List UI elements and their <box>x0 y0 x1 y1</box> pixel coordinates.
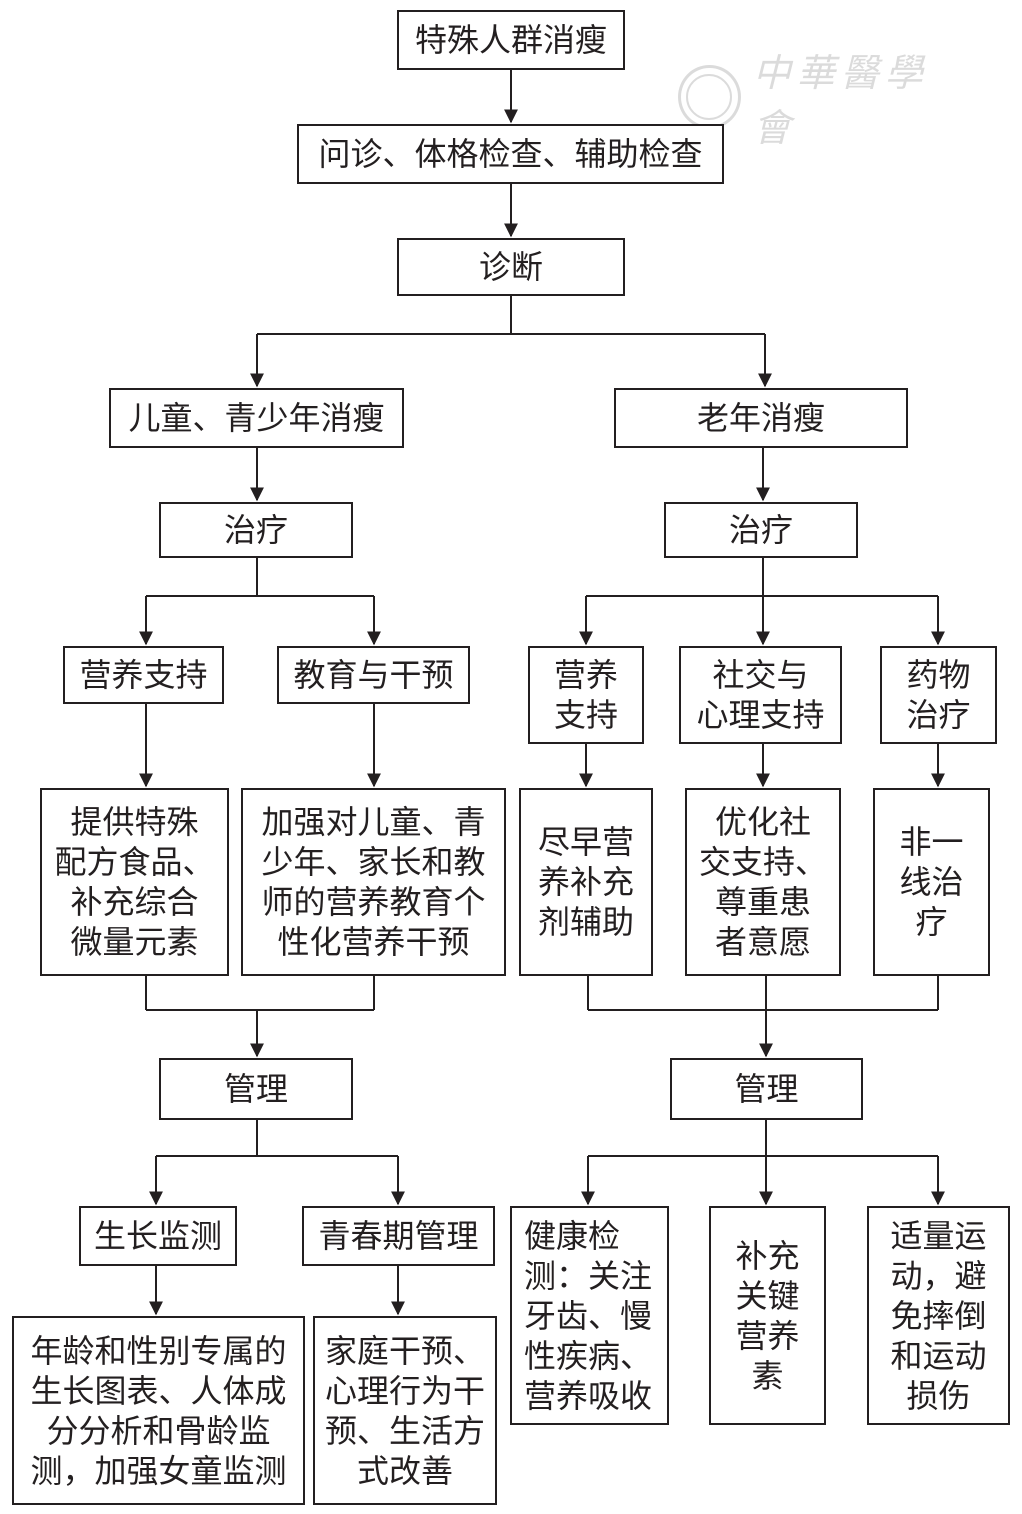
detail-line: 关键 <box>735 1276 800 1315</box>
seal-icon <box>678 65 741 129</box>
detail-line: 线治 <box>899 863 964 901</box>
detail-line: 测，加强女童监测 <box>30 1451 287 1490</box>
node-elderly-management-label: 管理 <box>734 1070 799 1108</box>
node-elderly-social-line: 社交与 <box>712 656 809 694</box>
watermark-text: 中華醫學會 <box>752 51 929 150</box>
node-elderly-nutrition: 营养 支持 <box>528 646 644 744</box>
detail-line: 性化营养干预 <box>277 923 470 961</box>
detail-line: 和运动 <box>890 1336 987 1375</box>
node-exam-label: 问诊、体格检查、辅助检查 <box>318 135 703 173</box>
node-elderly-social: 社交与 心理支持 <box>679 646 842 744</box>
detail-line: 少年、家长和教 <box>261 843 486 881</box>
node-exam: 问诊、体格检查、辅助检查 <box>297 124 724 184</box>
node-root-label: 特殊人群消瘦 <box>414 21 607 59</box>
detail-line: 尽早营 <box>537 823 634 861</box>
node-elderly-treatment-label: 治疗 <box>728 511 793 549</box>
detail-line: 配方食品、 <box>54 843 215 881</box>
detail-line: 补充 <box>735 1236 800 1275</box>
detail-line: 提供特殊 <box>70 803 199 841</box>
detail-line: 营养 <box>735 1316 800 1355</box>
detail-line: 疗 <box>915 903 948 941</box>
detail-line: 免摔倒 <box>890 1296 987 1335</box>
detail-line: 年龄和性别专属的 <box>30 1331 287 1370</box>
detail-line: 式改善 <box>356 1451 453 1490</box>
detail-line: 损伤 <box>906 1376 971 1415</box>
node-elderly-nutrition-line: 营养 <box>553 656 618 694</box>
node-elderly-nutrition-line: 支持 <box>553 696 618 734</box>
node-child-education-detail: 加强对儿童、青 少年、家长和教 师的营养教育个 性化营养干预 <box>241 788 506 976</box>
detail-line: 养补充 <box>537 863 634 901</box>
node-elderly-branch-label: 老年消瘦 <box>696 399 825 437</box>
detail-line: 微量元素 <box>70 923 199 961</box>
node-child-treatment: 治疗 <box>159 502 353 558</box>
detail-line: 剂辅助 <box>537 903 634 941</box>
detail-line: 心理行为干 <box>324 1371 485 1410</box>
detail-line: 预、生活方 <box>324 1411 485 1450</box>
watermark: 中華醫學會 <box>678 51 968 150</box>
detail-line: 牙齿、慢 <box>524 1296 653 1335</box>
node-child-nutrition: 营养支持 <box>63 646 224 704</box>
detail-line: 动，避 <box>890 1256 987 1295</box>
node-child-nutrition-detail: 提供特殊 配方食品、 补充综合 微量元素 <box>40 788 229 976</box>
node-elderly-drug-line: 治疗 <box>906 696 971 734</box>
node-child-branch-label: 儿童、青少年消瘦 <box>128 399 385 437</box>
node-child-puberty-detail: 家庭干预、 心理行为干 预、生活方 式改善 <box>313 1316 497 1505</box>
detail-line: 补充综合 <box>70 883 199 921</box>
detail-line: 生长图表、人体成 <box>30 1371 287 1410</box>
node-elderly-branch: 老年消瘦 <box>614 388 908 448</box>
node-elderly-drug-detail: 非一 线治 疗 <box>873 788 990 976</box>
node-elderly-treatment: 治疗 <box>664 502 858 558</box>
detail-line: 测：关注 <box>524 1256 653 1295</box>
node-elderly-drug-line: 药物 <box>906 656 971 694</box>
detail-line: 健康检 <box>524 1216 621 1255</box>
node-elderly-nutrition-detail: 尽早营 养补充 剂辅助 <box>519 788 653 976</box>
node-child-puberty-label: 青春期管理 <box>318 1217 479 1255</box>
node-child-management-label: 管理 <box>223 1070 288 1108</box>
node-child-growth: 生长监测 <box>79 1206 237 1266</box>
detail-line: 交支持、 <box>698 843 827 881</box>
node-child-puberty: 青春期管理 <box>302 1206 495 1266</box>
detail-line: 分分析和骨龄监 <box>46 1411 271 1450</box>
detail-line: 性疾病、 <box>524 1336 653 1375</box>
node-elderly-exercise: 适量运 动，避 免摔倒 和运动 损伤 <box>867 1206 1010 1425</box>
node-child-education: 教育与干预 <box>277 646 470 704</box>
detail-line: 优化社 <box>714 803 811 841</box>
detail-line: 师的营养教育个 <box>261 883 486 921</box>
detail-line: 尊重患 <box>714 883 811 921</box>
detail-line: 加强对儿童、青 <box>261 803 486 841</box>
detail-line: 营养吸收 <box>524 1376 653 1415</box>
detail-line: 者意愿 <box>714 923 811 961</box>
detail-line: 素 <box>751 1356 784 1395</box>
node-elderly-social-line: 心理支持 <box>696 696 825 734</box>
detail-line: 家庭干预、 <box>324 1331 485 1370</box>
node-child-branch: 儿童、青少年消瘦 <box>109 388 404 448</box>
node-child-growth-label: 生长监测 <box>93 1217 222 1255</box>
node-elderly-management: 管理 <box>670 1058 863 1120</box>
node-child-education-label: 教育与干预 <box>293 656 454 694</box>
node-elderly-health: 健康检 测：关注 牙齿、慢 性疾病、 营养吸收 <box>510 1206 669 1425</box>
node-child-management: 管理 <box>159 1058 353 1120</box>
node-elderly-nutrients: 补充 关键 营养 素 <box>709 1206 826 1425</box>
detail-line: 非一 <box>899 823 964 861</box>
node-child-treatment-label: 治疗 <box>223 511 288 549</box>
node-child-growth-detail: 年龄和性别专属的 生长图表、人体成 分分析和骨龄监 测，加强女童监测 <box>12 1316 305 1505</box>
node-root: 特殊人群消瘦 <box>397 10 625 70</box>
node-child-nutrition-label: 营养支持 <box>79 656 208 694</box>
detail-line: 适量运 <box>890 1216 987 1255</box>
node-elderly-social-detail: 优化社 交支持、 尊重患 者意愿 <box>685 788 841 976</box>
node-diagnosis: 诊断 <box>397 238 625 296</box>
node-elderly-drug: 药物 治疗 <box>880 646 997 744</box>
node-diagnosis-label: 诊断 <box>478 248 543 286</box>
